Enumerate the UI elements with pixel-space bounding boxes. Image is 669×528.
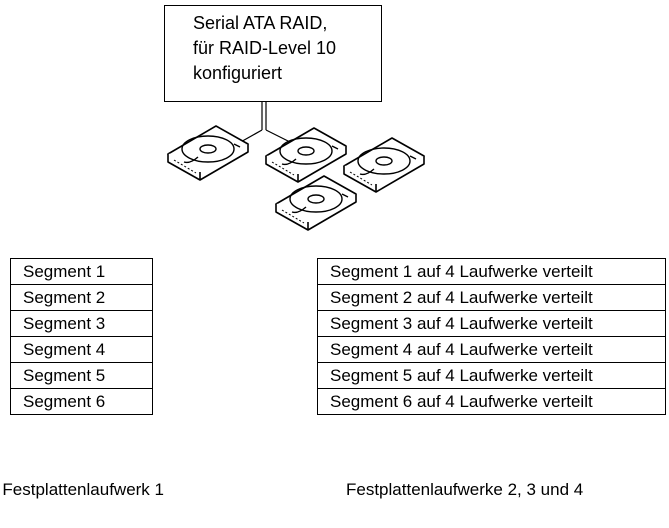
hard-drive-1-icon xyxy=(167,125,249,181)
segment-cell: Segment 5 xyxy=(10,362,153,389)
table-row: Segment 1 auf 4 Laufwerke verteilt xyxy=(317,258,666,285)
segment-cell: Segment 4 auf 4 Laufwerke verteilt xyxy=(317,336,666,363)
table-row: Segment 5 auf 4 Laufwerke verteilt xyxy=(317,362,666,389)
segment-cell: Segment 4 xyxy=(10,336,153,363)
table-row: Segment 2 auf 4 Laufwerke verteilt xyxy=(317,284,666,311)
table-row: Segment 6 xyxy=(10,388,153,415)
raid-box-line-2: für RAID-Level 10 xyxy=(193,38,337,58)
table-row: Segment 3 auf 4 Laufwerke verteilt xyxy=(317,310,666,337)
connector-line xyxy=(229,102,299,149)
segment-cell: Segment 1 auf 4 Laufwerke verteilt xyxy=(317,258,666,285)
raid-controller-box: Serial ATA RAID, für RAID-Level 10 konfi… xyxy=(164,5,382,102)
disks-2-4-segment-table: Segment 1 auf 4 Laufwerke verteilt Segme… xyxy=(317,258,666,415)
table-row: Segment 3 xyxy=(10,310,153,337)
raid-box-line-1: Serial ATA RAID, xyxy=(193,13,328,33)
raid-box-line-3: konfiguriert xyxy=(193,63,283,83)
segment-cell: Segment 1 xyxy=(10,258,153,285)
disk-1-caption: Festplattenlaufwerk 1 xyxy=(2,480,164,499)
table-row: Segment 6 auf 4 Laufwerke verteilt xyxy=(317,388,666,415)
segment-cell: Segment 5 auf 4 Laufwerke verteilt xyxy=(317,362,666,389)
segment-cell: Segment 6 auf 4 Laufwerke verteilt xyxy=(317,388,666,415)
disks-2-4-caption: Festplattenlaufwerke 2, 3 und 4 xyxy=(346,480,584,499)
segment-cell: Segment 2 xyxy=(10,284,153,311)
segment-cell: Segment 2 auf 4 Laufwerke verteilt xyxy=(317,284,666,311)
segment-cell: Segment 6 xyxy=(10,388,153,415)
disk-1-segment-table: Segment 1 Segment 2 Segment 3 Segment 4 … xyxy=(10,258,153,415)
table-row: Segment 4 xyxy=(10,336,153,363)
segment-cell: Segment 3 auf 4 Laufwerke verteilt xyxy=(317,310,666,337)
disk-diagram xyxy=(167,102,425,231)
hard-drive-4-icon xyxy=(275,175,357,231)
table-row: Segment 5 xyxy=(10,362,153,389)
hard-drive-3-icon xyxy=(343,137,425,193)
table-row: Segment 2 xyxy=(10,284,153,311)
table-row: Segment 4 auf 4 Laufwerke verteilt xyxy=(317,336,666,363)
segment-cell: Segment 3 xyxy=(10,310,153,337)
table-row: Segment 1 xyxy=(10,258,153,285)
